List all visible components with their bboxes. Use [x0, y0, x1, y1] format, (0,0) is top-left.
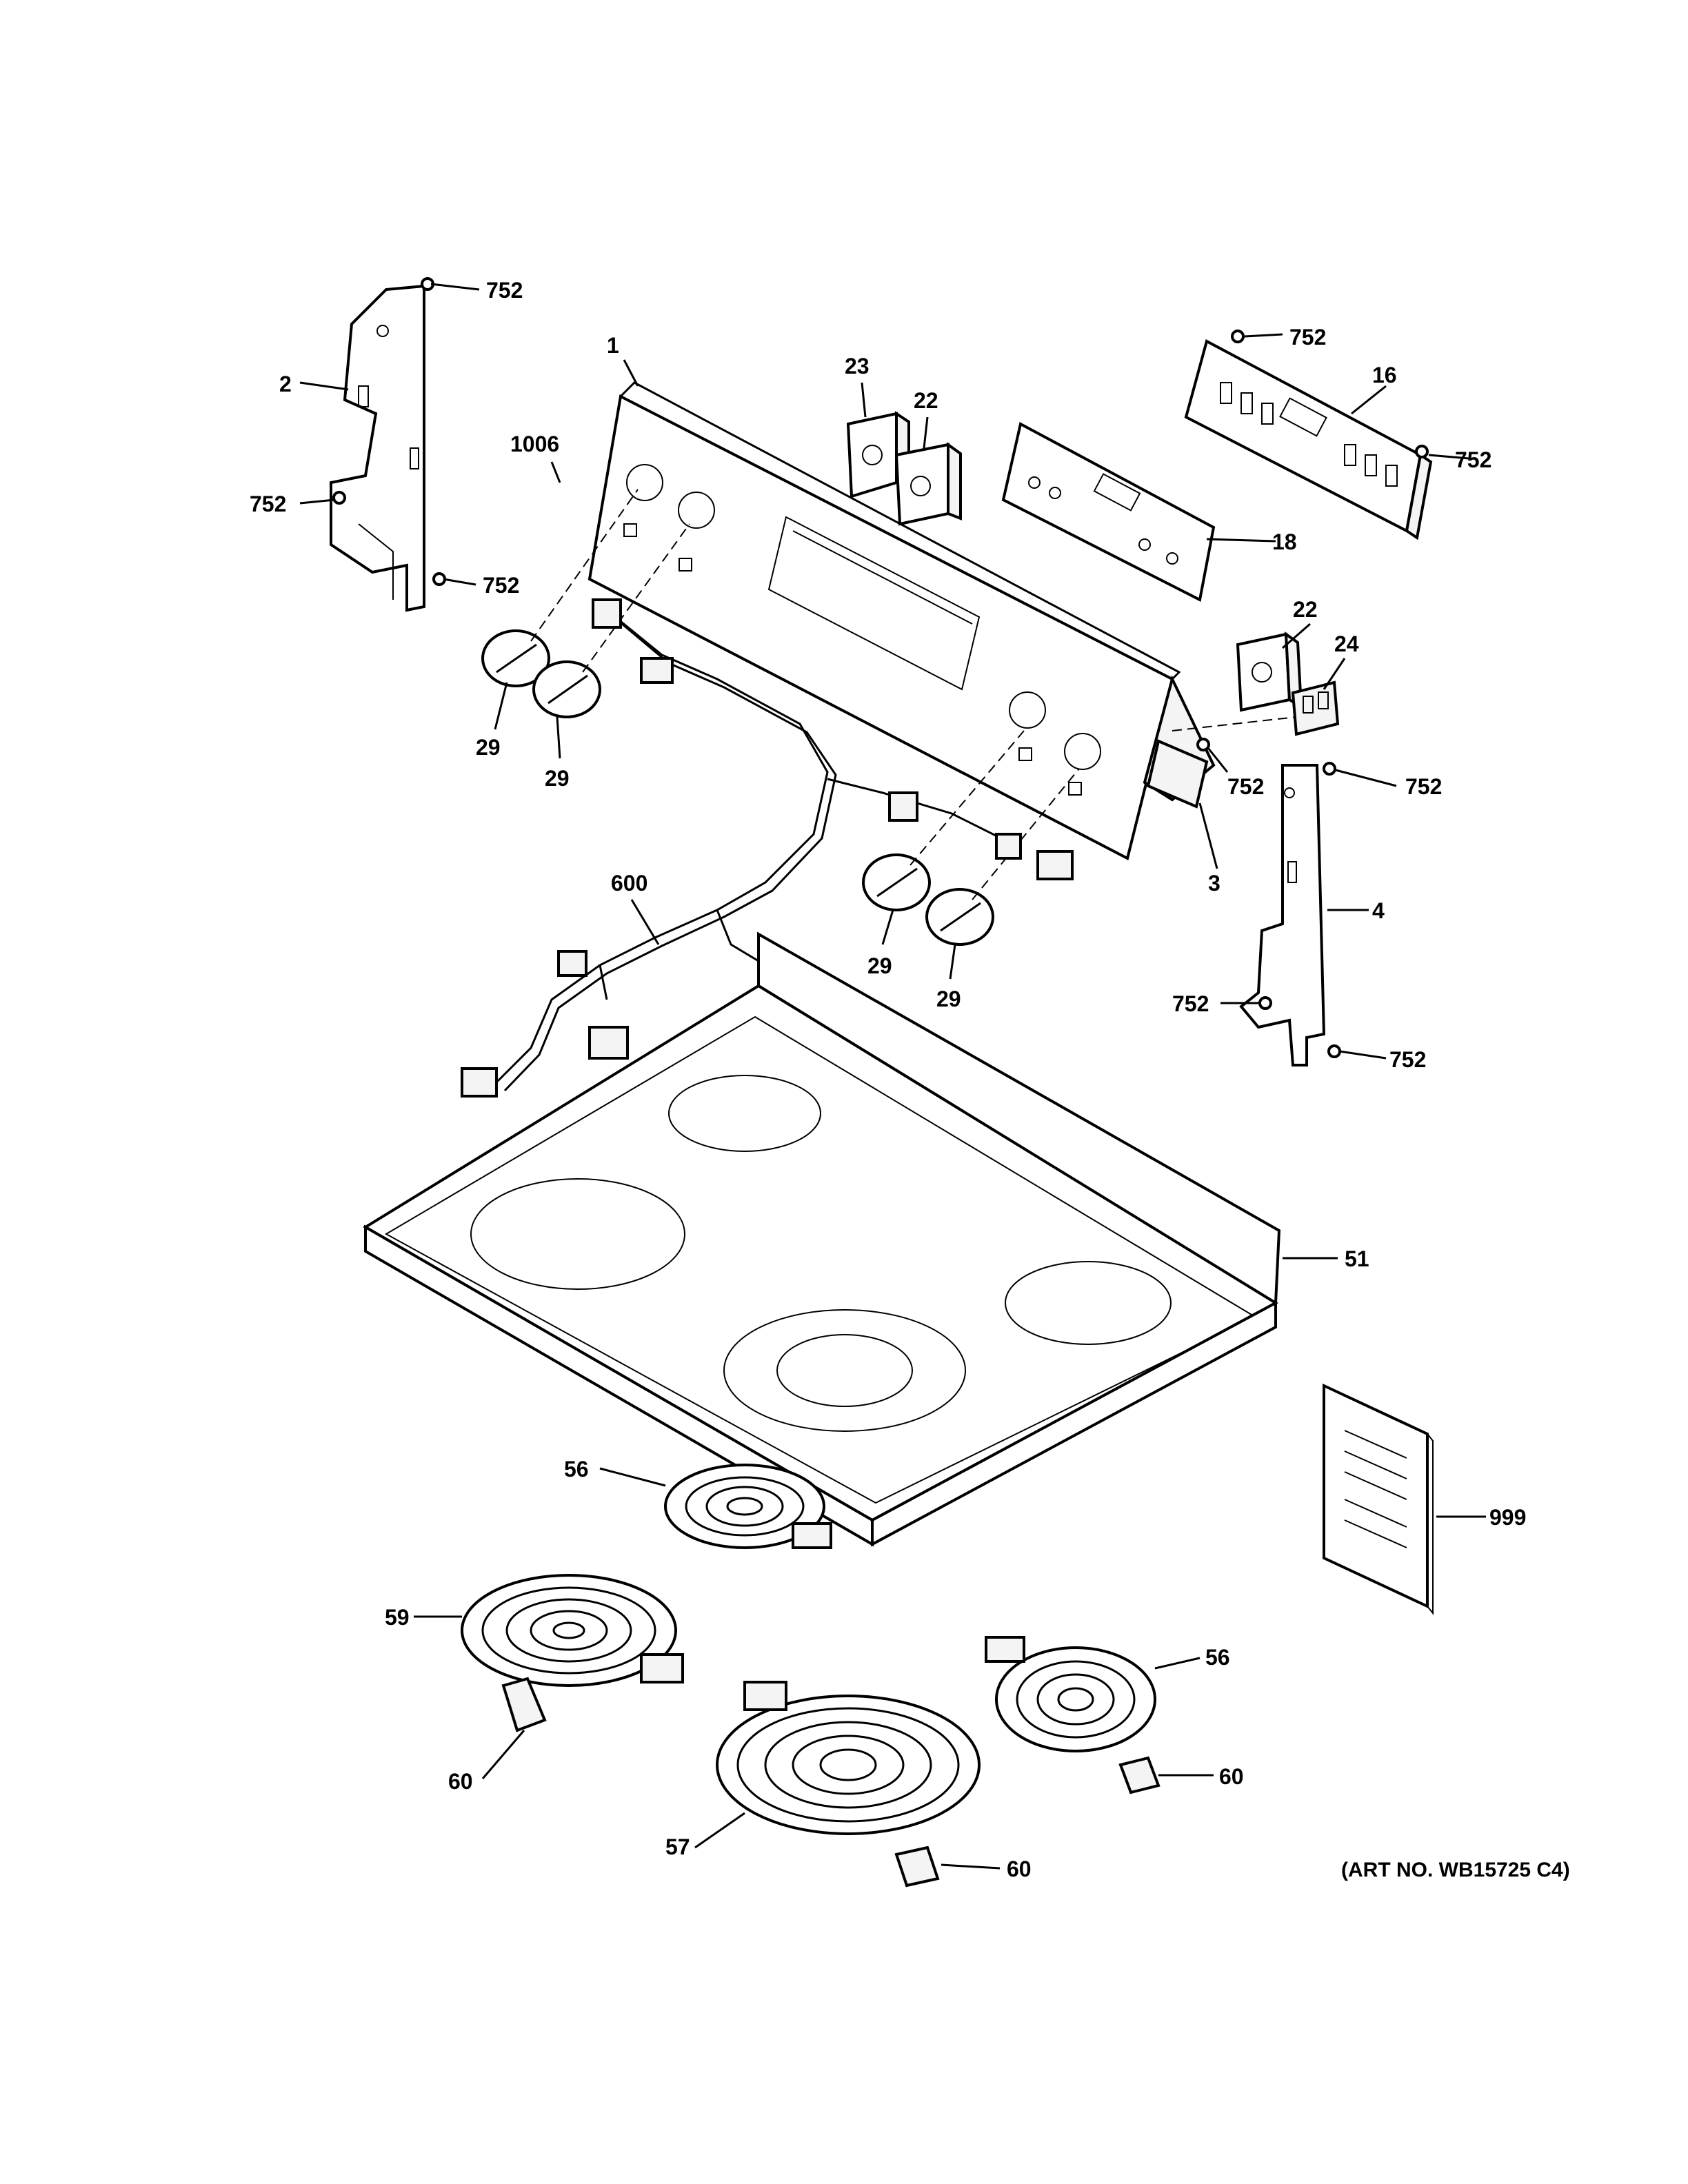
callout-label: 4: [1372, 898, 1385, 923]
callout-label: 752: [1172, 991, 1209, 1016]
control-knob: [862, 853, 931, 911]
callout-label: 22: [1293, 597, 1318, 622]
heating-element-56-rear: [985, 1636, 1156, 1752]
callout-label: 1: [607, 333, 619, 358]
element-bracket-clip: [501, 1677, 547, 1732]
callout-label: 752: [1389, 1047, 1426, 1072]
callout-label: 59: [385, 1605, 410, 1630]
screw-icon: [1415, 445, 1429, 458]
callout-label: 29: [545, 766, 570, 791]
wire-harness: [461, 598, 1074, 1098]
electronic-control-board: [1184, 339, 1433, 540]
glass-cooktop: [363, 931, 1281, 1547]
heating-element-59: [461, 1574, 684, 1687]
callout-label: 29: [476, 735, 501, 760]
infinite-switch-22-right: [1236, 631, 1303, 712]
callout-label: 999: [1489, 1505, 1526, 1530]
left-side-bracket: [330, 284, 425, 612]
screw-icon: [332, 491, 346, 505]
callout-label: 752: [1289, 325, 1326, 350]
control-knob: [481, 629, 550, 687]
element-bracket-clip: [1118, 1756, 1160, 1794]
callout-label: 23: [845, 354, 870, 378]
callout-label: 1006: [510, 432, 559, 456]
callout-label: 16: [1372, 363, 1397, 387]
callout-label: 24: [1334, 631, 1359, 656]
screw-icon: [1327, 1044, 1341, 1058]
heating-element-56-front: [664, 1464, 832, 1549]
callout-label: 2: [279, 372, 292, 396]
control-membrane: [1001, 421, 1216, 602]
element-bracket-clip: [894, 1846, 940, 1888]
switch-24: [1291, 680, 1340, 736]
callout-label: 752: [250, 492, 286, 516]
bracket-3: [1146, 739, 1209, 809]
callout-label: 18: [1272, 529, 1297, 554]
callout-label: 60: [1219, 1764, 1244, 1789]
callout-label: 752: [1227, 774, 1264, 799]
heating-element-57: [716, 1681, 981, 1835]
callout-label: 3: [1208, 871, 1220, 896]
screw-icon: [1323, 762, 1336, 776]
callout-label: 57: [665, 1834, 690, 1859]
callout-label: 60: [1007, 1857, 1032, 1881]
art-number: (ART NO. WB15725 C4): [1341, 1859, 1570, 1881]
callout-label: 752: [1455, 447, 1491, 472]
callout-label: 752: [1405, 774, 1442, 799]
right-side-bracket: [1239, 764, 1326, 1066]
screw-icon: [1196, 738, 1210, 751]
control-knob: [925, 888, 994, 946]
callout-label: 29: [867, 953, 892, 978]
owners-manual-icon: [1323, 1383, 1434, 1615]
callout-label: 752: [483, 573, 519, 598]
callout-label: 752: [486, 278, 523, 303]
screw-icon: [1231, 330, 1245, 343]
callout-label: 56: [564, 1457, 589, 1482]
infinite-switch-22: [894, 442, 962, 526]
screw-icon: [432, 572, 446, 586]
callout-label: 600: [611, 871, 647, 896]
control-knob: [532, 660, 601, 718]
screw-icon: [1258, 996, 1272, 1010]
callout-label: 60: [448, 1769, 473, 1794]
callout-label: 29: [936, 987, 961, 1011]
callout-label: 22: [914, 388, 938, 413]
callout-label: 51: [1345, 1246, 1369, 1271]
callout-label: 56: [1205, 1645, 1230, 1670]
